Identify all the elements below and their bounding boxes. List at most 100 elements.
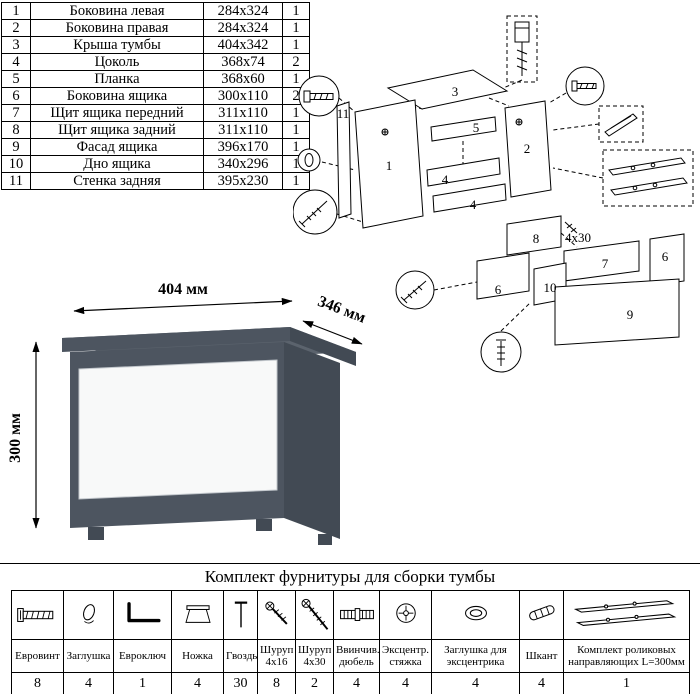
part-size: 284х324 <box>203 2 283 20</box>
label-2: 2 <box>524 141 531 156</box>
part-8-drawer-back <box>506 215 562 256</box>
part-name: Щит ящика передний <box>30 104 204 122</box>
part-5-plank <box>430 116 497 142</box>
callout-euroscrew-top-left <box>298 75 340 117</box>
runners-icon <box>573 600 676 626</box>
hardware-qty: 4 <box>171 672 224 694</box>
hardware-name: Ввинчив. дюбель <box>333 639 380 673</box>
part-name: Боковина правая <box>30 19 204 37</box>
hardware-name: Шкант <box>519 639 564 673</box>
part-4-plinth-lower <box>432 183 507 213</box>
screw-short-icon <box>265 601 288 625</box>
carcass-parts <box>336 69 552 229</box>
callout-dowel-top <box>506 15 538 83</box>
label-10: 10 <box>544 280 557 295</box>
footer-divider <box>0 563 700 564</box>
label-1: 1 <box>386 158 393 173</box>
width-label: 404 мм <box>158 281 208 298</box>
callout-bracket-box <box>598 105 644 143</box>
hardware-qty-row: 8 4 1 4 30 8 2 4 4 4 4 1 <box>11 672 690 694</box>
hardware-name: Ножка <box>171 639 224 673</box>
hardware-name: Шуруп 4х16 <box>257 639 296 673</box>
nail-icon <box>234 601 248 628</box>
cabinet-top-front-edge <box>62 327 290 352</box>
part-number: 10 <box>1 155 31 173</box>
part-size: 368х74 <box>203 53 283 71</box>
part-size: 368х60 <box>203 70 283 88</box>
height-label: 300 мм <box>7 413 24 463</box>
part-qty: 1 <box>282 172 310 190</box>
table-row: 10 Дно ящика 340х296 1 <box>1 155 310 173</box>
part-number: 8 <box>1 121 31 139</box>
part-number: 4 <box>1 53 31 71</box>
cam-cap-icon <box>464 605 487 621</box>
part-size: 404х342 <box>203 36 283 54</box>
callout-runner-box <box>602 149 694 207</box>
label-11: 11 <box>337 106 350 121</box>
cabinet-foot-back-right <box>318 534 332 545</box>
table-row: 3 Крыша тумбы 404х342 1 <box>1 36 310 54</box>
part-name: Боковина ящика <box>30 87 204 105</box>
label-6b: 6 <box>662 249 669 264</box>
foot-icon <box>185 605 211 623</box>
part-4-plinth-upper <box>426 157 501 187</box>
cap-icon <box>83 604 95 624</box>
part-number: 9 <box>1 138 31 156</box>
hardware-qty: 8 <box>257 672 296 694</box>
part-size: 396х170 <box>203 138 283 156</box>
table-row: 1 Боковина левая 284х324 1 <box>1 2 310 20</box>
part-name: Крыша тумбы <box>30 36 204 54</box>
hardware-qty: 30 <box>223 672 258 694</box>
table-row: 8 Щит ящика задний 311х110 1 <box>1 121 310 139</box>
label-9: 9 <box>627 307 634 322</box>
hardware-name: Заглушка для эксцентрика <box>431 639 520 673</box>
part-number: 11 <box>1 172 31 190</box>
label-5: 5 <box>473 120 480 135</box>
hardware-name: Гвоздь <box>223 639 258 673</box>
label-6: 6 <box>495 282 502 297</box>
table-row: 2 Боковина правая 284х324 1 <box>1 19 310 37</box>
label-7: 7 <box>602 256 609 271</box>
part-9-drawer-facade <box>554 278 680 346</box>
part-name: Планка <box>30 70 204 88</box>
hardware-qty: 1 <box>563 672 690 694</box>
drawer-parts <box>476 215 685 346</box>
callout-cap <box>297 148 321 172</box>
callout-euroscrew-top-right <box>565 66 605 106</box>
dowel-icon <box>529 605 555 621</box>
hardware-icon-row <box>11 590 690 640</box>
hexkey-icon <box>127 602 161 623</box>
part-name: Дно ящика <box>30 155 204 173</box>
exploded-assembly-diagram: 3 11 1 5 2 4 4 8 7 6 6 10 9 4х30 <box>293 15 694 373</box>
part-number: 5 <box>1 70 31 88</box>
cabinet-foot-front-left <box>88 527 104 540</box>
screw-long-icon <box>301 598 329 630</box>
hardware-table: Евровинт Заглушка Евроключ Ножка Гвоздь … <box>11 590 690 694</box>
hardware-name: Комплект роликовых направляющих L=300мм <box>563 639 690 673</box>
callout-screw-left <box>293 189 338 235</box>
part-size: 395х230 <box>203 172 283 190</box>
label-4b: 4 <box>470 197 477 212</box>
hardware-name: Евровинт <box>11 639 64 673</box>
cabinet-foot-front-right <box>256 519 272 531</box>
euroscrew-icon <box>17 608 54 622</box>
table-row: 6 Боковина ящика 300х110 2 <box>1 87 310 105</box>
cabinet-right-face <box>284 342 340 539</box>
part-size: 340х296 <box>203 155 283 173</box>
product-view: 404 мм 346 мм 300 мм <box>7 281 368 545</box>
part-size: 311х110 <box>203 104 283 122</box>
hardware-qty: 4 <box>431 672 520 694</box>
part-6-drawer-side-left <box>476 252 530 300</box>
hardware-qty: 4 <box>379 672 432 694</box>
dowel-screw-icon <box>340 608 374 621</box>
hardware-name-row: Евровинт Заглушка Евроключ Ножка Гвоздь … <box>11 639 690 673</box>
part-6-drawer-side-right <box>649 233 685 287</box>
part-1-left-side <box>354 99 424 229</box>
hardware-name: Эксцентр. стяжка <box>379 639 432 673</box>
part-size: 284х324 <box>203 19 283 37</box>
label-8: 8 <box>533 231 540 246</box>
part-name: Цоколь <box>30 53 204 71</box>
part-size: 300х110 <box>203 87 283 105</box>
part-size: 311х110 <box>203 121 283 139</box>
table-row: 9 Фасад ящика 396х170 1 <box>1 138 310 156</box>
